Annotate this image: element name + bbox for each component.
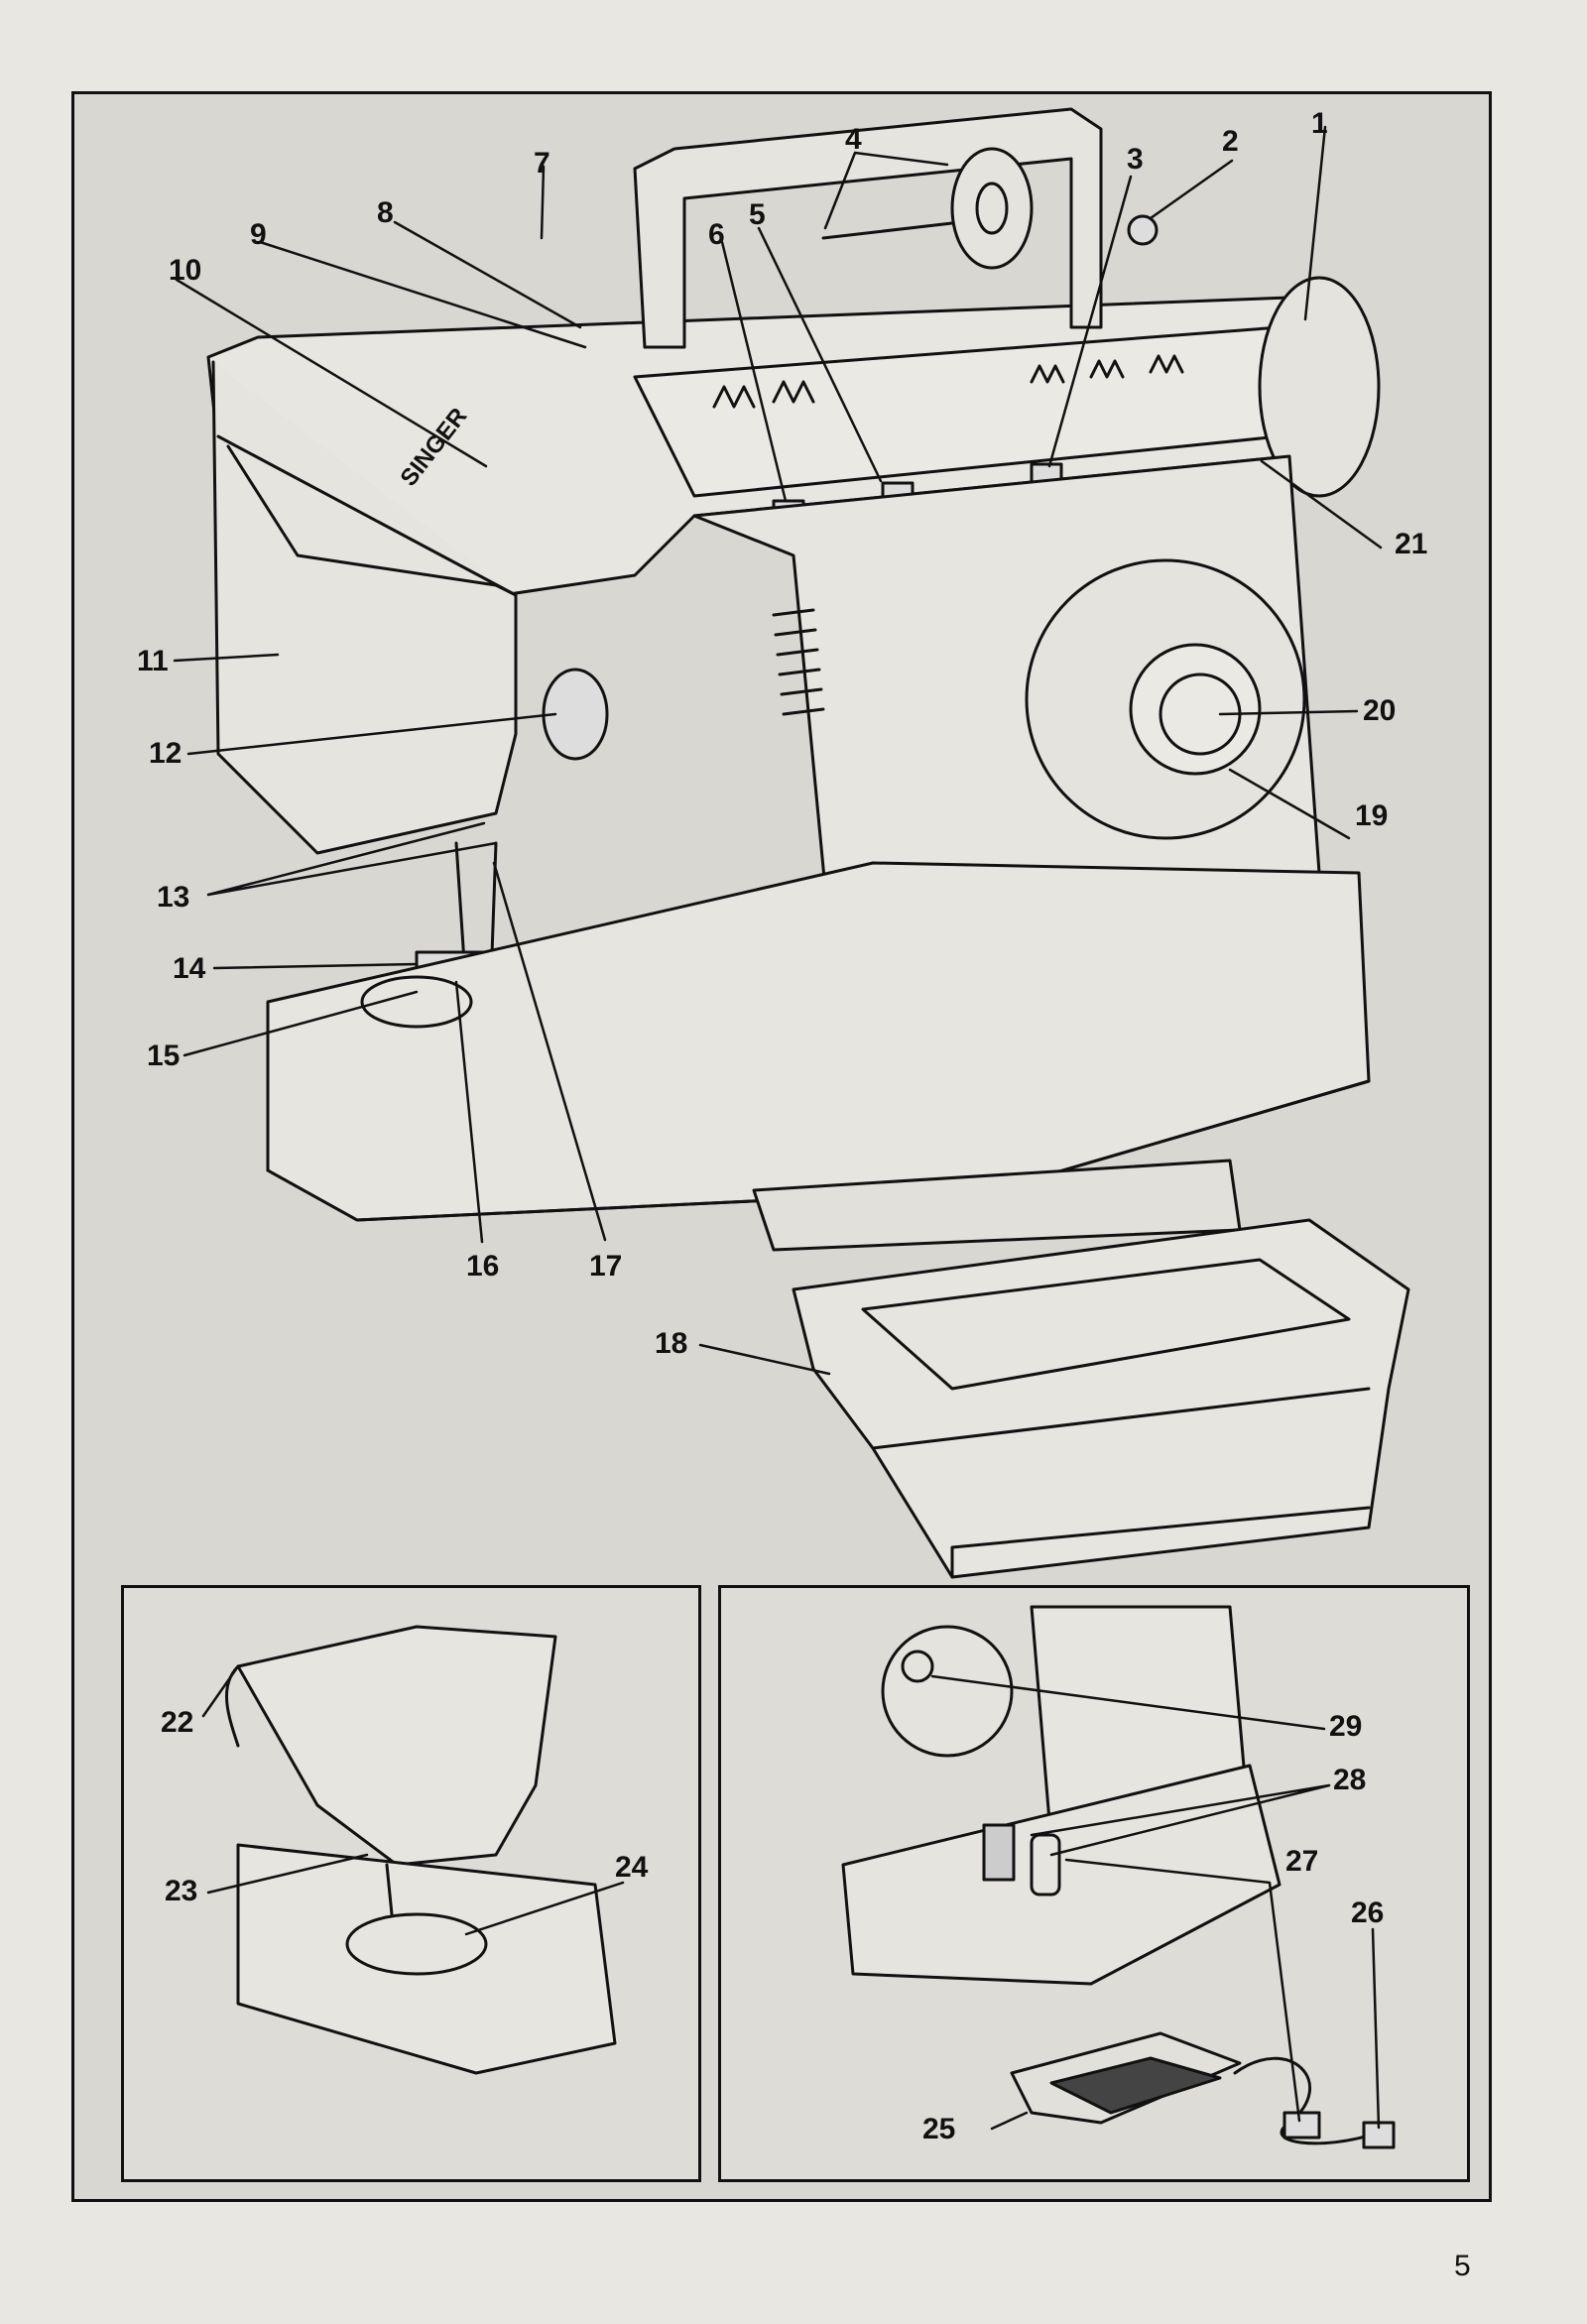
callout-29: 29 [1329, 1710, 1363, 1743]
callout-7: 7 [534, 147, 550, 180]
callout-26: 26 [1351, 1896, 1385, 1929]
callout-21: 21 [1395, 528, 1428, 560]
callout-3: 3 [1127, 143, 1144, 176]
machine-head [206, 107, 1381, 1252]
callout-10: 10 [169, 254, 202, 287]
callout-27: 27 [1285, 1845, 1319, 1878]
callout-leader-lines [173, 125, 1383, 1376]
callout-22: 22 [161, 1706, 194, 1739]
accessory-tray [792, 1218, 1410, 1579]
callout-24: 24 [615, 1851, 649, 1884]
callout-14: 14 [173, 952, 206, 985]
callout-2: 2 [1222, 125, 1239, 158]
callout-5: 5 [749, 198, 766, 231]
callout-12: 12 [149, 737, 183, 770]
callout-6: 6 [708, 218, 725, 251]
callout-25: 25 [922, 2113, 956, 2145]
callout-11: 11 [137, 645, 169, 677]
callout-9: 9 [250, 218, 267, 251]
callout-8: 8 [377, 196, 394, 229]
callout-23: 23 [165, 1875, 198, 1907]
callout-20: 20 [1363, 694, 1397, 727]
needle-area-art [224, 1625, 617, 2075]
callout-17: 17 [589, 1250, 623, 1283]
callout-1: 1 [1311, 107, 1328, 140]
page-number: 5 [1454, 2250, 1471, 2282]
callout-19: 19 [1355, 799, 1389, 832]
power-connection-art [841, 1605, 1396, 2149]
callout-13: 13 [157, 881, 190, 914]
callout-28: 28 [1333, 1764, 1367, 1796]
callout-15: 15 [147, 1040, 181, 1072]
callout-4: 4 [845, 123, 862, 156]
callout-16: 16 [466, 1250, 500, 1283]
callout-18: 18 [655, 1327, 688, 1360]
